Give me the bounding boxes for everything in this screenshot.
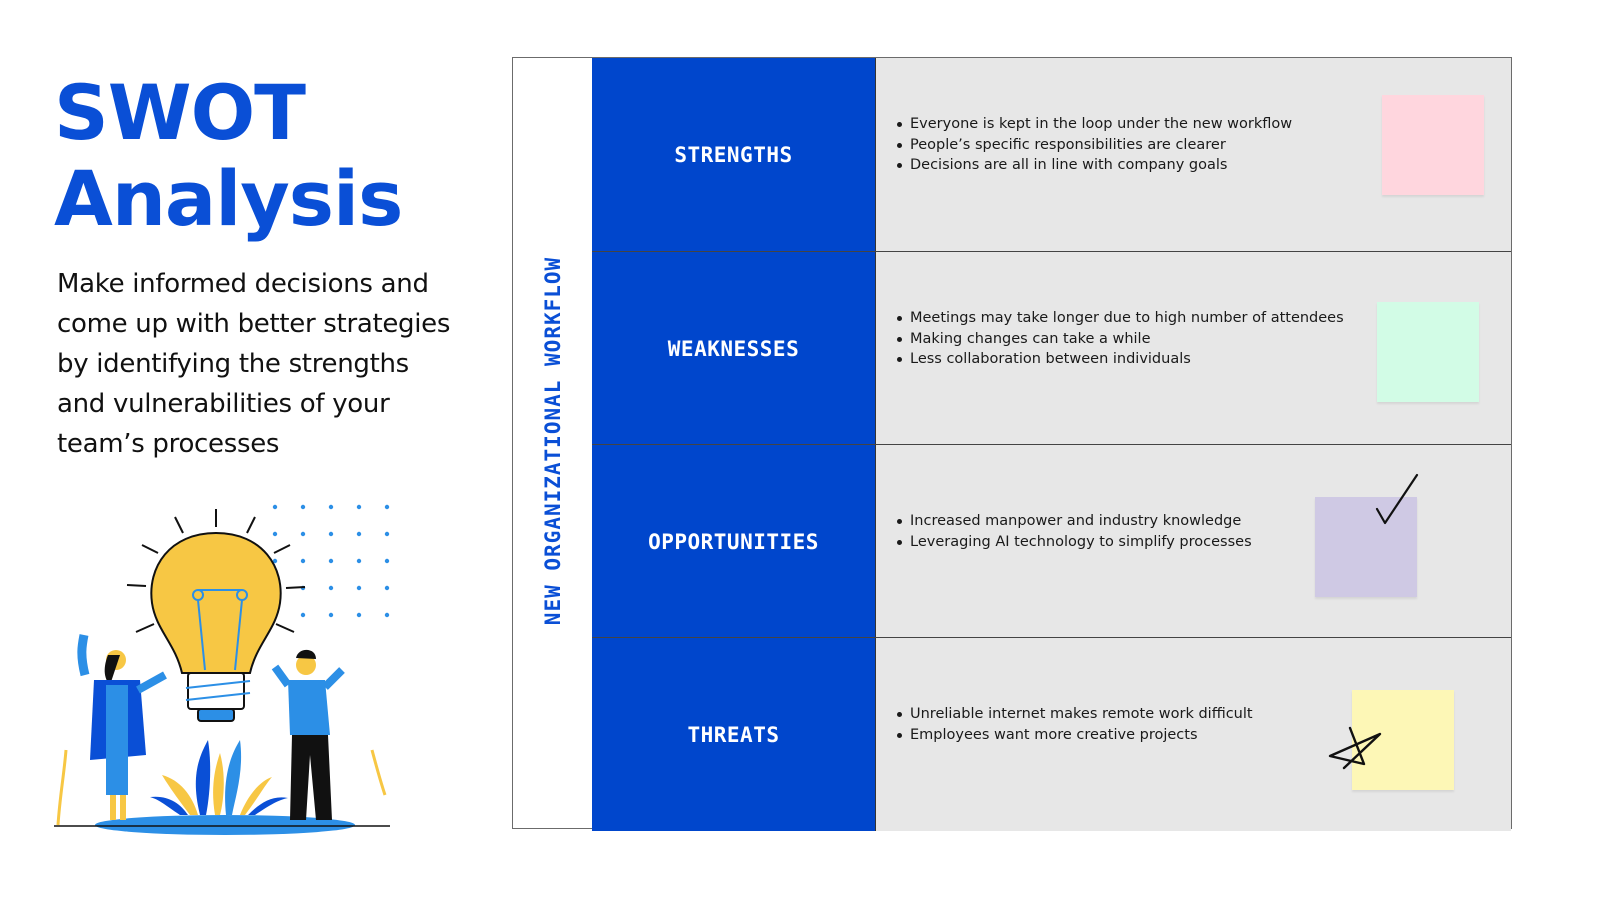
bullet-list: Unreliable internet makes remote work di… [896,704,1253,745]
swot-row-opportunities: OPPORTUNITIES Increased manpower and ind… [592,444,1511,638]
bullet-item: Everyone is kept in the loop under the n… [896,114,1292,135]
lightbulb-illustration [54,504,390,835]
bullet-item: Leveraging AI technology to simplify pro… [897,532,1252,553]
content-threats: Unreliable internet makes remote work di… [876,638,1511,831]
content-strengths: Everyone is kept in the loop under the n… [876,58,1511,251]
bullet-item: People’s specific responsibilities are c… [896,135,1292,156]
side-label-column: NEW ORGANIZATIONAL WORKFLOW [513,58,592,828]
content-opportunities: Increased manpower and industry knowledg… [876,445,1511,638]
bullet-list: Everyone is kept in the loop under the n… [896,114,1292,176]
swot-row-threats: THREATS Unreliable internet makes remote… [592,637,1511,831]
star-doodle-icon [1328,726,1382,770]
light-rays [126,509,306,633]
category-strengths: STRENGTHS [592,58,876,251]
content-weaknesses: Meetings may take longer due to high num… [876,252,1511,445]
swot-row-weaknesses: WEAKNESSES Meetings may take longer due … [592,251,1511,445]
dot-grid-decoration [272,504,390,618]
lightbulb [150,531,282,674]
title-line-2: Analysis [54,154,403,243]
person-woman [77,634,167,820]
bullet-list: Meetings may take longer due to high num… [896,308,1344,370]
bullet-item: Decisions are all in line with company g… [896,155,1292,176]
swot-table: NEW ORGANIZATIONAL WORKFLOW STRENGTHS Ev… [512,57,1512,831]
side-label: NEW ORGANIZATIONAL WORKFLOW [541,256,565,626]
category-weaknesses: WEAKNESSES [592,252,876,445]
bullet-item: Increased manpower and industry knowledg… [897,511,1252,532]
category-threats: THREATS [592,638,876,831]
person-man [271,649,345,820]
page-title: SWOT Analysis [54,68,403,243]
page-description: Make informed decisions and come up with… [57,269,451,459]
category-opportunities: OPPORTUNITIES [592,445,876,638]
bullet-item: Making changes can take a while [897,329,1344,350]
sticky-note-pink [1382,95,1484,195]
plant-leaves [150,740,288,815]
bullet-item: Meetings may take longer due to high num… [897,308,1344,329]
filament [192,589,248,671]
bullet-item: Less collaboration between individuals [897,349,1344,370]
swot-row-strengths: STRENGTHS Everyone is kept in the loop u… [592,58,1511,251]
sticky-note-green [1377,302,1479,402]
bullet-item: Employees want more creative projects [897,725,1253,746]
title-line-1: SWOT [54,68,306,157]
bullet-list: Increased manpower and industry knowledg… [896,511,1252,552]
bullet-item: Unreliable internet makes remote work di… [897,704,1253,725]
sticky-note-purple [1315,497,1417,597]
checkmark-icon [1375,473,1419,525]
